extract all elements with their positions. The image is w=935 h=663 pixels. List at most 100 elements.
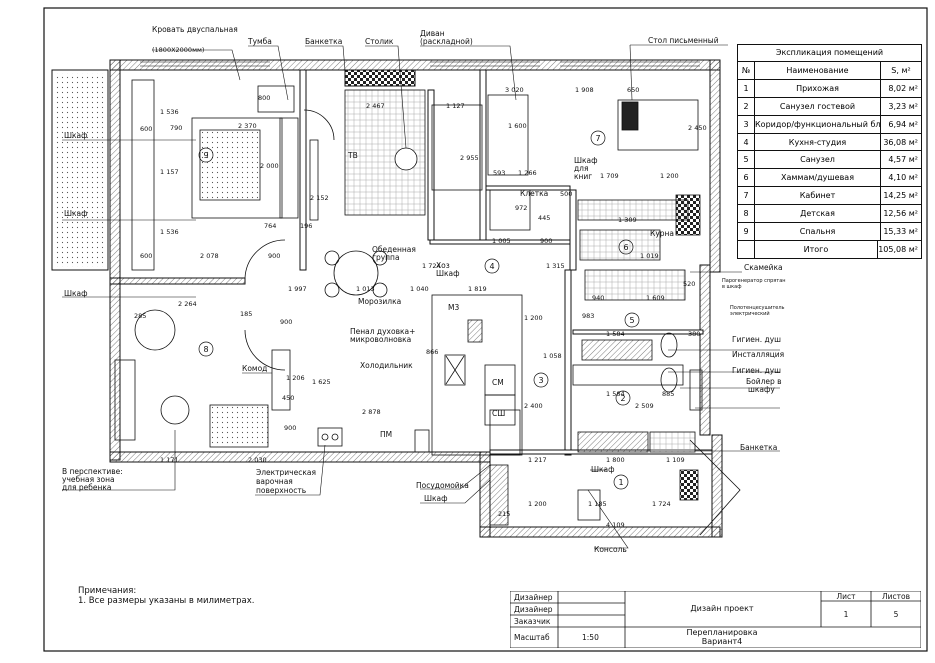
console-label: Консоль	[594, 545, 627, 554]
m3-label: М3	[448, 303, 459, 312]
explication-table: Экспликация помещений № Наименование S, …	[737, 44, 922, 259]
svg-text:972: 972	[515, 204, 527, 212]
svg-text:1 019: 1 019	[640, 252, 659, 260]
svg-text:445: 445	[538, 214, 550, 222]
living-furniture	[309, 89, 529, 298]
svg-text:800: 800	[258, 94, 270, 102]
svg-text:185: 185	[240, 310, 252, 318]
storage-label-2: Шкаф	[436, 269, 460, 278]
svg-text:1 200: 1 200	[660, 172, 679, 180]
perspective-label-3: для ребенка	[62, 483, 112, 492]
svg-text:1 997: 1 997	[288, 285, 307, 293]
svg-text:1 724: 1 724	[422, 262, 441, 270]
hyg-shower-label-2: Гигиен. душ	[732, 366, 781, 375]
notes-line-1: 1. Все размеры указаны в милиметрах.	[78, 596, 255, 606]
tv-label: ТВ	[347, 151, 358, 160]
svg-text:2 000: 2 000	[260, 162, 279, 170]
svg-text:1 724: 1 724	[652, 500, 671, 508]
svg-text:2 467: 2 467	[366, 102, 385, 110]
svg-text:2 370: 2 370	[238, 122, 257, 130]
stamp-row-client: Заказчик	[514, 617, 551, 626]
stamp-variant: Вариант4	[702, 637, 743, 646]
wardrobe-label-1: Шкаф	[64, 131, 88, 140]
cage-label: Клетка	[520, 189, 548, 198]
pmm-label: ПМ	[380, 430, 392, 439]
svg-text:764: 764	[264, 222, 276, 230]
oven-label: Пенал духовка+	[350, 327, 415, 336]
cabinet-label: Шкаф	[424, 494, 448, 503]
sm-label: СМ	[492, 378, 504, 387]
svg-text:1 536: 1 536	[160, 108, 179, 116]
bookcase-label: Шкаф	[574, 156, 598, 165]
dimensions: 2 370 2 000 790 1 536 1 157 1 536 600 60…	[134, 86, 707, 529]
sheet-frame	[43, 7, 928, 652]
hallway	[489, 439, 741, 536]
stamp-row-designer-1: Дизайнер	[514, 593, 553, 602]
svg-text:1 800: 1 800	[606, 456, 625, 464]
explication-title: Экспликация помещений	[738, 45, 921, 62]
svg-text:2 509: 2 509	[635, 402, 654, 410]
svg-text:1 584: 1 584	[606, 330, 625, 338]
labels: Кровать двуспальная (1800Х2000мм) Тумба …	[62, 25, 786, 554]
dishwasher-label: Посудомойка	[416, 481, 469, 490]
svg-text:1 127: 1 127	[446, 102, 465, 110]
fridge-label: Холодильник	[360, 361, 413, 370]
balcony	[51, 69, 109, 271]
steam-gen-label-2: в шкаф	[722, 284, 741, 290]
stamp-sheet-label: Лист	[836, 592, 856, 601]
svg-text:900: 900	[268, 252, 280, 260]
hob-label: Электрическая	[256, 468, 316, 477]
svg-text:520: 520	[683, 280, 695, 288]
room-9: 9	[203, 151, 208, 160]
svg-text:215: 215	[498, 510, 510, 518]
room-7: 7	[595, 134, 600, 143]
hob-label-2: варочная	[256, 477, 293, 486]
svg-text:285: 285	[134, 312, 146, 320]
bookcase-sub-label: для	[574, 164, 589, 173]
svg-text:1 058: 1 058	[543, 352, 562, 360]
hall-wardrobe-label: Шкаф	[591, 465, 615, 474]
stamp-sheet-num: 1	[844, 610, 849, 619]
svg-text:1 157: 1 157	[160, 168, 179, 176]
svg-text:1 819: 1 819	[468, 285, 487, 293]
svg-text:593: 593	[493, 169, 505, 177]
stamp-sheets-label: Листов	[882, 592, 910, 601]
svg-text:2 152: 2 152	[310, 194, 329, 202]
svg-text:1 266: 1 266	[518, 169, 537, 177]
boiler-label: Бойлер в	[746, 377, 782, 386]
svg-text:1 908: 1 908	[575, 86, 594, 94]
svg-text:600: 600	[140, 125, 152, 133]
nightstand-label: Тумба	[247, 37, 272, 46]
svg-text:1 185: 1 185	[588, 500, 607, 508]
shower-seat-label: Скамейка	[744, 263, 783, 272]
study-furniture	[489, 99, 701, 236]
wardrobe-label-3: Шкаф	[64, 289, 88, 298]
svg-text:1 206: 1 206	[286, 374, 305, 382]
svg-text:600: 600	[140, 252, 152, 260]
room-4: 4	[489, 262, 494, 271]
stamp-project: Дизайн проект	[690, 604, 754, 613]
sh-label: СШ	[492, 409, 505, 418]
svg-text:196: 196	[300, 222, 312, 230]
room-5: 5	[629, 316, 634, 325]
internal-walls	[109, 69, 713, 456]
kids-furniture	[114, 309, 291, 448]
steam-gen-label: Парогенератор спрятан	[722, 278, 786, 284]
stamp-sheet-name: Перепланировка	[686, 628, 757, 637]
installation-label: Инсталляция	[732, 350, 784, 359]
svg-text:1 625: 1 625	[312, 378, 331, 386]
svg-text:1 200: 1 200	[524, 314, 543, 322]
doors	[244, 109, 335, 371]
sofa-sub-label: (раскладной)	[420, 37, 473, 46]
svg-text:650: 650	[627, 86, 639, 94]
bed-size-label: (1800Х2000мм)	[152, 46, 204, 54]
dining-label: Обеденная	[372, 245, 416, 254]
svg-text:983: 983	[582, 312, 594, 320]
hyg-shower-label-1: Гигиен. душ	[732, 335, 781, 344]
hob-label-3: поверхность	[256, 486, 306, 495]
svg-text:866: 866	[426, 348, 438, 356]
